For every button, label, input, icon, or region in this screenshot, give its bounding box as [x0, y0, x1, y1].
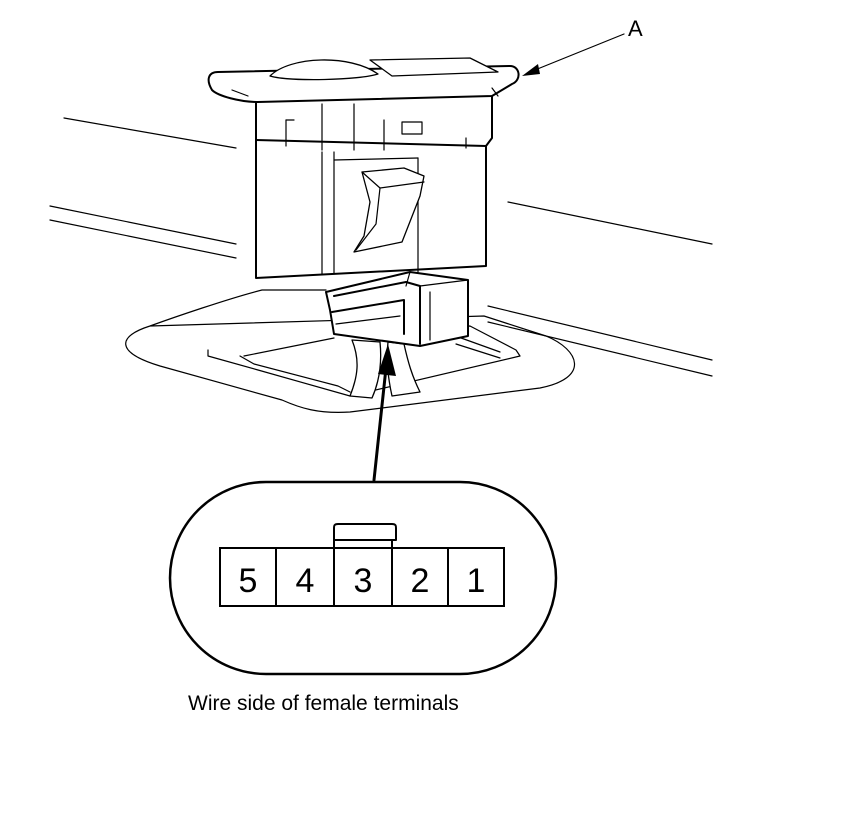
- pin-2: 2: [411, 562, 430, 600]
- pin-1: 1: [467, 562, 486, 600]
- pin-3: 3: [354, 562, 373, 600]
- connector-caption: Wire side of female terminals: [188, 692, 459, 715]
- pin-5: 5: [239, 562, 258, 600]
- callout-label-a: A: [628, 16, 643, 41]
- callout-a-leader: [522, 33, 625, 76]
- connector-arrow: [372, 344, 396, 482]
- connector-lock-tab: [333, 523, 397, 541]
- wire-harness: [349, 339, 421, 399]
- switch-bezel: [207, 57, 520, 103]
- panel-lines: [49, 117, 713, 377]
- pin-cavity-row: [219, 547, 505, 607]
- pin-4: 4: [296, 562, 315, 600]
- switch-body: [255, 91, 493, 279]
- harness-connector: [325, 271, 469, 347]
- connector-terminal-view: 5 4 3 2 1: [168, 480, 558, 676]
